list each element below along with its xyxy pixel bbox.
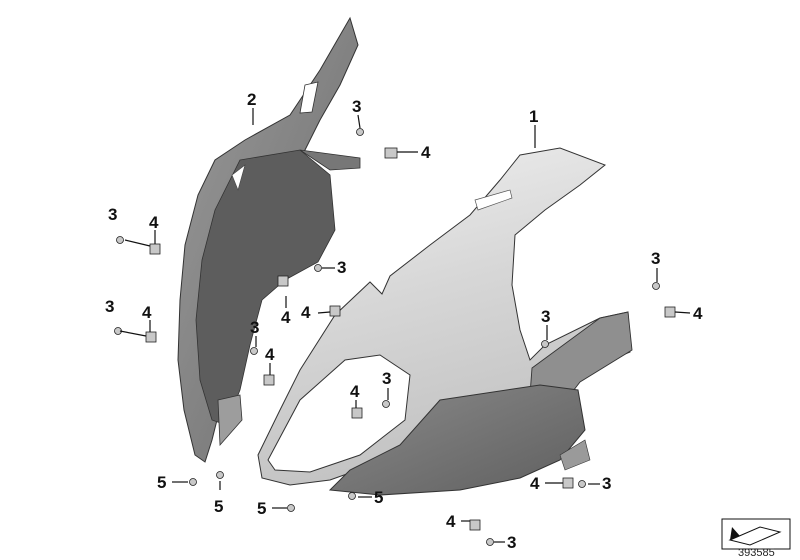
callout-4-center: 4 (350, 382, 360, 401)
screw-right-2 (541, 340, 549, 348)
view-orientation-icon (721, 518, 791, 550)
callout-3-top: 3 (352, 97, 361, 116)
callout-3-mid-2: 3 (250, 318, 259, 337)
callout-3-left-1: 3 (108, 205, 117, 224)
callout-4-mid-2: 4 (301, 303, 311, 322)
leader-lines (119, 108, 691, 543)
callout-5-a: 5 (157, 473, 166, 492)
callout-5-b: 5 (214, 497, 223, 516)
callout-3-bottom: 3 (507, 533, 516, 552)
callout-1: 1 (529, 107, 538, 126)
side-panel-part-2 (177, 16, 361, 463)
callout-2: 2 (247, 90, 256, 109)
clip-mid-3 (263, 374, 275, 386)
bolt-5a (189, 478, 197, 486)
callout-3-bottom-right: 3 (602, 474, 611, 493)
clip-mid-1 (277, 275, 289, 287)
bolt-5d (348, 492, 356, 500)
clip-top (384, 147, 398, 159)
screw-mid-2 (250, 347, 258, 355)
screw-left-1 (116, 236, 124, 244)
callout-4-mid-3: 4 (265, 345, 275, 364)
bolt-5b (216, 471, 224, 479)
callout-4-left-2: 4 (142, 303, 152, 322)
clip-left-2 (145, 331, 157, 343)
callout-4-bottom-right: 4 (530, 474, 540, 493)
callout-4-right-1: 4 (693, 304, 703, 323)
clip-bottom (469, 519, 481, 531)
screw-mid-1 (314, 264, 322, 272)
callout-3-mid-1: 3 (337, 258, 346, 277)
callout-3-right-2: 3 (541, 307, 550, 326)
clip-right-1 (664, 306, 676, 318)
callout-3-center: 3 (382, 369, 391, 388)
callout-3-left-2: 3 (105, 297, 114, 316)
callout-5-d: 5 (374, 488, 383, 507)
callout-labels: 1 2 3 4 3 4 3 4 3 4 4 3 4 3 4 3 3 4 4 3 … (105, 90, 703, 552)
clip-left-1 (149, 243, 161, 255)
screw-top (356, 128, 364, 136)
callout-5-c: 5 (257, 499, 266, 518)
screw-center-1 (382, 400, 390, 408)
callout-4-mid-1: 4 (281, 308, 291, 327)
callout-4-top: 4 (421, 143, 431, 162)
screw-right-1 (652, 282, 660, 290)
clip-center-1 (351, 407, 363, 419)
clip-bottom-right (562, 477, 574, 489)
fasteners (114, 128, 676, 546)
screw-bottom (486, 538, 494, 546)
clip-mid-2 (329, 305, 341, 317)
front-panel-part-1 (257, 147, 633, 496)
diagram-id: 393585 (738, 547, 775, 559)
callout-4-left-1: 4 (149, 213, 159, 232)
callout-3-right-1: 3 (651, 249, 660, 268)
screw-bottom-right (578, 480, 586, 488)
bolt-5c (287, 504, 295, 512)
callout-4-bottom: 4 (446, 512, 456, 531)
